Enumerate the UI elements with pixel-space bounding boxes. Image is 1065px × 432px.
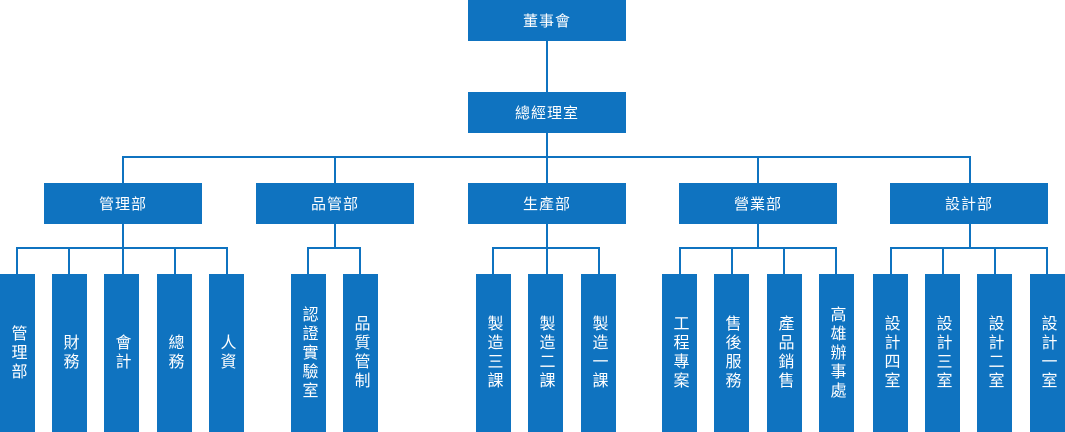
- department-sales-box: 營業部: [679, 183, 837, 224]
- connector-d0-u4: [226, 247, 228, 274]
- general-manager-office-box: 總經理室: [468, 92, 626, 133]
- unit-design-2-box: 設計二室: [977, 274, 1012, 432]
- connector-d3-u2: [783, 247, 785, 274]
- unit-design-3-box: 設計三室: [925, 274, 960, 432]
- unit-manufacturing-2-box: 製造二課: [528, 274, 563, 432]
- connector-d0-u3: [174, 247, 176, 274]
- connector-d1-u1: [359, 247, 361, 274]
- connector-d3-bar: [679, 247, 837, 249]
- connector-d4-down: [969, 224, 971, 248]
- connector-dept-0: [122, 156, 124, 183]
- connector-d3-u3: [835, 247, 837, 274]
- unit-human-resources-box: 人資: [209, 274, 244, 432]
- unit-product-sales-box: 產品銷售: [767, 274, 802, 432]
- connector-d2-u0: [492, 247, 494, 274]
- unit-manufacturing-3-box: 製造三課: [476, 274, 511, 432]
- connector-root-gm: [546, 41, 548, 92]
- connector-gm-down: [546, 133, 548, 157]
- connector-d4-u3: [1046, 247, 1048, 274]
- connector-dept-3: [757, 156, 759, 183]
- unit-manufacturing-1-box: 製造一課: [581, 274, 616, 432]
- connector-d0-u0: [16, 247, 18, 274]
- connector-d4-u2: [994, 247, 996, 274]
- connector-d0-u1: [68, 247, 70, 274]
- connector-d4-bar: [890, 247, 1048, 249]
- board-of-directors-box: 董事會: [468, 0, 626, 41]
- unit-management-admin-box: 管理部: [0, 274, 35, 432]
- connector-d2-down: [546, 224, 548, 248]
- unit-kaohsiung-office-box: 高雄辦事處: [819, 274, 854, 432]
- connector-d0-down: [122, 224, 124, 248]
- department-design-box: 設計部: [890, 183, 1048, 224]
- connector-d4-u0: [890, 247, 892, 274]
- unit-accounting-box: 會計: [104, 274, 139, 432]
- unit-engineering-projects-box: 工程專案: [662, 274, 697, 432]
- connector-dept-2: [546, 156, 548, 183]
- unit-finance-box: 財務: [52, 274, 87, 432]
- department-production-box: 生產部: [468, 183, 626, 224]
- unit-quality-control-box: 品質管制: [343, 274, 378, 432]
- connector-d3-down: [757, 224, 759, 248]
- unit-certification-lab-box: 認證實驗室: [291, 274, 326, 432]
- connector-dept-1: [334, 156, 336, 183]
- unit-design-1-box: 設計一室: [1030, 274, 1065, 432]
- connector-dept-4: [969, 156, 971, 183]
- connector-d2-u2: [598, 247, 600, 274]
- unit-general-affairs-box: 總務: [157, 274, 192, 432]
- connector-d0-u2: [122, 247, 124, 274]
- department-quality-box: 品管部: [256, 183, 414, 224]
- connector-d1-bar: [307, 247, 361, 249]
- connector-d1-down: [334, 224, 336, 248]
- unit-design-4-box: 設計四室: [873, 274, 908, 432]
- connector-d2-u1: [546, 247, 548, 274]
- connector-d3-u0: [679, 247, 681, 274]
- connector-d3-u1: [731, 247, 733, 274]
- connector-d4-u1: [942, 247, 944, 274]
- department-management-box: 管理部: [44, 183, 202, 224]
- connector-d1-u0: [307, 247, 309, 274]
- unit-after-sales-box: 售後服務: [714, 274, 749, 432]
